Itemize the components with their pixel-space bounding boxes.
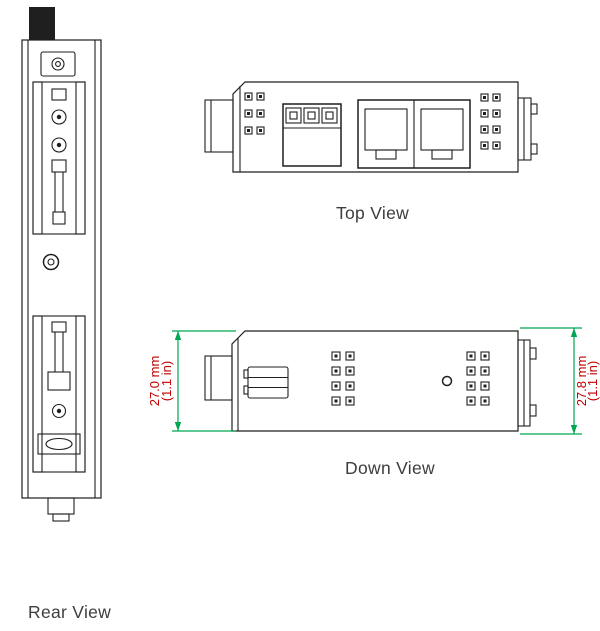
down-view-label: Down View (345, 458, 435, 478)
top-rj45-ports (357, 99, 471, 169)
down-screw-icon (441, 375, 453, 387)
down-vent-grid-left (331, 351, 355, 406)
top-side-connector (517, 97, 538, 161)
dimension-right-mm: 27.8 mm (574, 356, 589, 407)
down-clip-slider (243, 366, 289, 399)
top-led-grid-right (480, 93, 501, 150)
top-view-drawing (204, 81, 538, 173)
top-din-clip (204, 99, 234, 153)
down-view-drawing: 27.0 mm (1.1 in) 27.8 mm (1.1 in) (147, 327, 600, 435)
dimension-right-inch: (1.1 in) (585, 361, 600, 401)
top-view-label: Top View (335, 203, 410, 223)
rear-din-clip-lower (32, 315, 86, 473)
rear-center-screw-icon (42, 253, 60, 271)
rear-mount-tab-icon (29, 7, 55, 40)
dimension-right: 27.8 mm (1.1 in) (520, 327, 600, 435)
down-body (231, 330, 519, 432)
down-vent-grid-right (466, 351, 490, 406)
dimension-left-inch: (1.1 in) (159, 361, 174, 401)
rear-top-latch (40, 51, 76, 77)
dimension-left: 27.0 mm (1.1 in) (147, 330, 236, 432)
top-led-grid-left (244, 92, 265, 135)
dimension-left-mm: 27.0 mm (147, 356, 162, 407)
rear-view-label: Rear View (28, 602, 112, 622)
top-terminal-block (282, 103, 342, 167)
rear-din-clip-upper (32, 81, 86, 235)
rear-release-tab (47, 497, 75, 522)
rear-body (21, 39, 102, 499)
down-din-clip (204, 355, 233, 401)
rear-view-drawing (21, 7, 102, 522)
down-side-connector (517, 339, 537, 427)
